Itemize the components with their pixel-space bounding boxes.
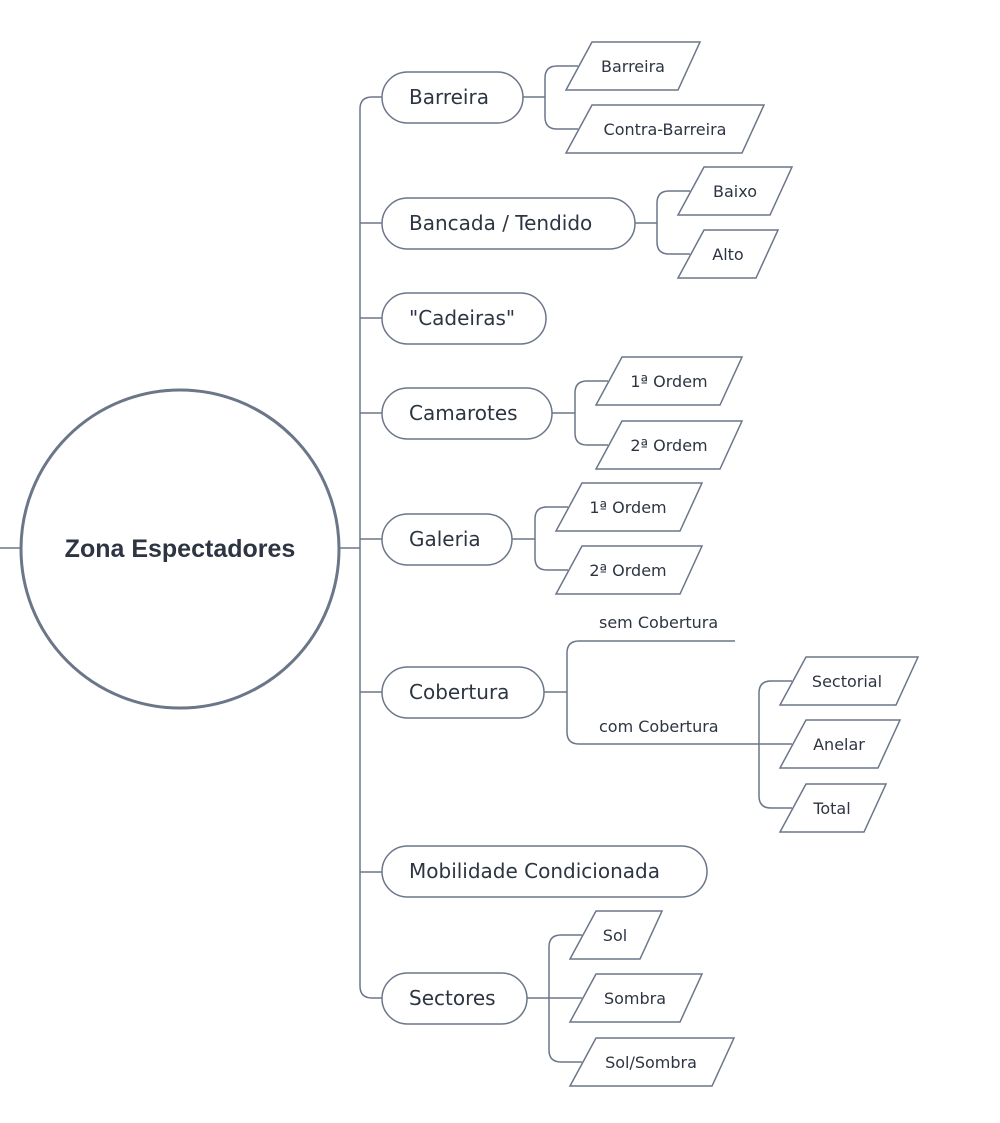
branch-galeria[interactable]: Galeria — [381, 513, 513, 566]
svg-text:Sombra: Sombra — [604, 989, 666, 1008]
connectors — [0, 65, 792, 1063]
svg-text:Sol/Sombra: Sol/Sombra — [605, 1053, 697, 1072]
leaf-total[interactable]: Total — [778, 783, 888, 833]
leaf-contra-barreira[interactable]: Contra-Barreira — [564, 104, 766, 154]
branch-cadeiras[interactable]: "Cadeiras" — [381, 292, 547, 345]
branch-barreira[interactable]: Barreira — [381, 71, 524, 124]
branch-cobertura[interactable]: Cobertura — [381, 666, 545, 719]
branch-bancada[interactable]: Bancada / Tendido — [381, 197, 636, 250]
svg-text:Baixo: Baixo — [713, 182, 757, 201]
label-sem-cobertura: sem Cobertura — [599, 613, 718, 632]
svg-text:Sectorial: Sectorial — [812, 672, 882, 691]
svg-text:Sol: Sol — [603, 926, 627, 945]
leaf-alto[interactable]: Alto — [676, 229, 780, 279]
branch-sectores[interactable]: Sectores — [381, 972, 528, 1025]
svg-text:Total: Total — [812, 799, 850, 818]
branch-label: Barreira — [409, 85, 489, 109]
branch-label: Cobertura — [409, 680, 509, 704]
root-node[interactable] — [19, 388, 341, 710]
branch-label: Bancada / Tendido — [409, 211, 592, 235]
branch-label: Galeria — [409, 527, 481, 551]
svg-text:2ª Ordem: 2ª Ordem — [589, 561, 666, 580]
leaf-baixo[interactable]: Baixo — [676, 166, 794, 216]
branch-camarotes[interactable]: Camarotes — [381, 387, 553, 440]
leaf-sol[interactable]: Sol — [568, 910, 664, 960]
svg-text:2ª Ordem: 2ª Ordem — [630, 436, 707, 455]
leaf-galeria-1-ordem[interactable]: 1ª Ordem — [554, 482, 704, 532]
branch-label: Mobilidade Condicionada — [409, 859, 660, 883]
leaf-camarotes-1-ordem[interactable]: 1ª Ordem — [594, 356, 744, 406]
svg-text:Barreira: Barreira — [601, 57, 665, 76]
svg-text:1ª Ordem: 1ª Ordem — [630, 372, 707, 391]
branch-mobilidade[interactable]: Mobilidade Condicionada — [381, 845, 708, 898]
label-com-cobertura: com Cobertura — [599, 717, 719, 736]
svg-text:Alto: Alto — [712, 245, 743, 264]
branch-label: Sectores — [409, 986, 496, 1010]
root-label: Zona Espectadores — [65, 535, 296, 563]
svg-text:Contra-Barreira: Contra-Barreira — [604, 120, 727, 139]
leaf-sombra[interactable]: Sombra — [568, 973, 704, 1023]
leaf-sol-sombra[interactable]: Sol/Sombra — [568, 1037, 736, 1087]
branch-label: "Cadeiras" — [409, 306, 515, 330]
leaf-anelar[interactable]: Anelar — [778, 719, 902, 769]
branch-label: Camarotes — [409, 401, 518, 425]
svg-text:Anelar: Anelar — [813, 735, 865, 754]
leaf-sectorial[interactable]: Sectorial — [778, 656, 920, 706]
svg-text:1ª Ordem: 1ª Ordem — [589, 498, 666, 517]
leaf-camarotes-2-ordem[interactable]: 2ª Ordem — [594, 420, 744, 470]
leaf-barreira[interactable]: Barreira — [564, 41, 702, 91]
leaf-galeria-2-ordem[interactable]: 2ª Ordem — [554, 545, 704, 595]
